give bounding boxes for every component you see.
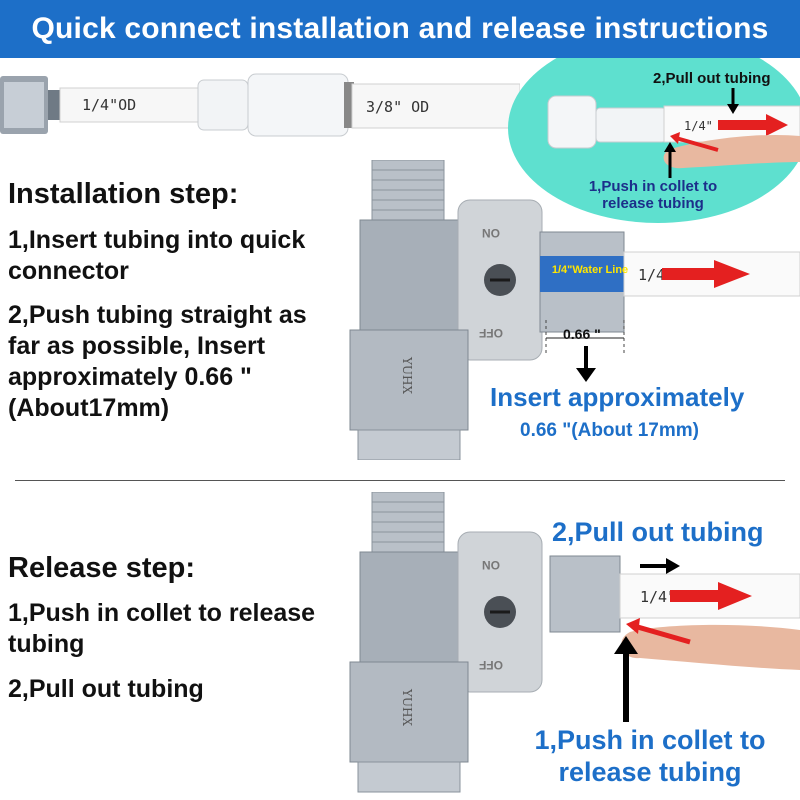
release-valve-body (359, 551, 459, 663)
section-divider (15, 480, 785, 481)
insert-callout-line2: 0.66 "(About 17mm) (520, 420, 699, 441)
release-step-1: 1,Push in collet to release tubing (8, 599, 316, 658)
release-valve-off-label: OFF (479, 658, 503, 672)
page-title: Quick connect installation and release i… (31, 12, 769, 45)
release-valve-brand: YUHX (400, 688, 414, 727)
valve-hex-nut (349, 329, 469, 431)
top-tube-illustration: 1/4"OD 3/8" OD (0, 73, 520, 137)
insert-callout-line1: Insert approximately (490, 382, 745, 412)
release-callout-push: 1,Push in collet to release tubing (534, 725, 766, 787)
small-tube-label: 1/4"OD (82, 96, 136, 114)
valve-off-label: OFF (479, 326, 503, 340)
inset-red-arrow (718, 114, 788, 136)
release-push-red-arrow (633, 623, 691, 645)
installation-title: Installation step: (8, 178, 239, 210)
water-line-label: 1/4"Water Line (551, 264, 629, 276)
inset-pull-label: 2,Pull out tubing (653, 70, 771, 87)
water-line-tag (540, 256, 624, 292)
valve-installation: ON OFF YUHX 1/4 (349, 160, 800, 460)
measure-label: 0.66 " (563, 326, 601, 342)
release-side-fitting (549, 555, 621, 633)
inset-push-arrow (675, 136, 719, 152)
release-valve-hex-nut (349, 661, 469, 763)
inset-tube-label: 1/4" (684, 119, 713, 133)
installation-step-1: 1,Insert tubing into quick connector (8, 226, 306, 285)
large-tube (351, 83, 520, 129)
header-banner: Quick connect installation and release i… (0, 0, 800, 58)
valve-release: ON OFF YUHX 1/4"OD (349, 492, 800, 793)
installation-red-arrow (662, 260, 750, 288)
release-valve-on-label: ON (482, 558, 500, 572)
installation-tube-mark: 1/4 (638, 266, 665, 284)
installation-step-2: 2,Push tubing straight as far as possibl… (8, 301, 307, 422)
release-inset: 1/4" 2,Pull out tubing 1,Push in collet … (508, 58, 800, 223)
release-red-arrow (670, 582, 752, 610)
inset-connector (547, 95, 597, 149)
large-tube-label: 3/8" OD (366, 98, 429, 116)
valve-brand: YUHX (400, 356, 414, 395)
release-step-2: 2,Pull out tubing (8, 675, 204, 703)
inset-push-label: 1,Push in collet to release tubing (588, 178, 718, 212)
valve-body (359, 219, 459, 331)
release-title: Release step: (8, 552, 195, 584)
release-callout-pull: 2,Pull out tubing (552, 517, 764, 547)
quick-connector (197, 79, 249, 131)
valve-on-label: ON (482, 226, 500, 240)
